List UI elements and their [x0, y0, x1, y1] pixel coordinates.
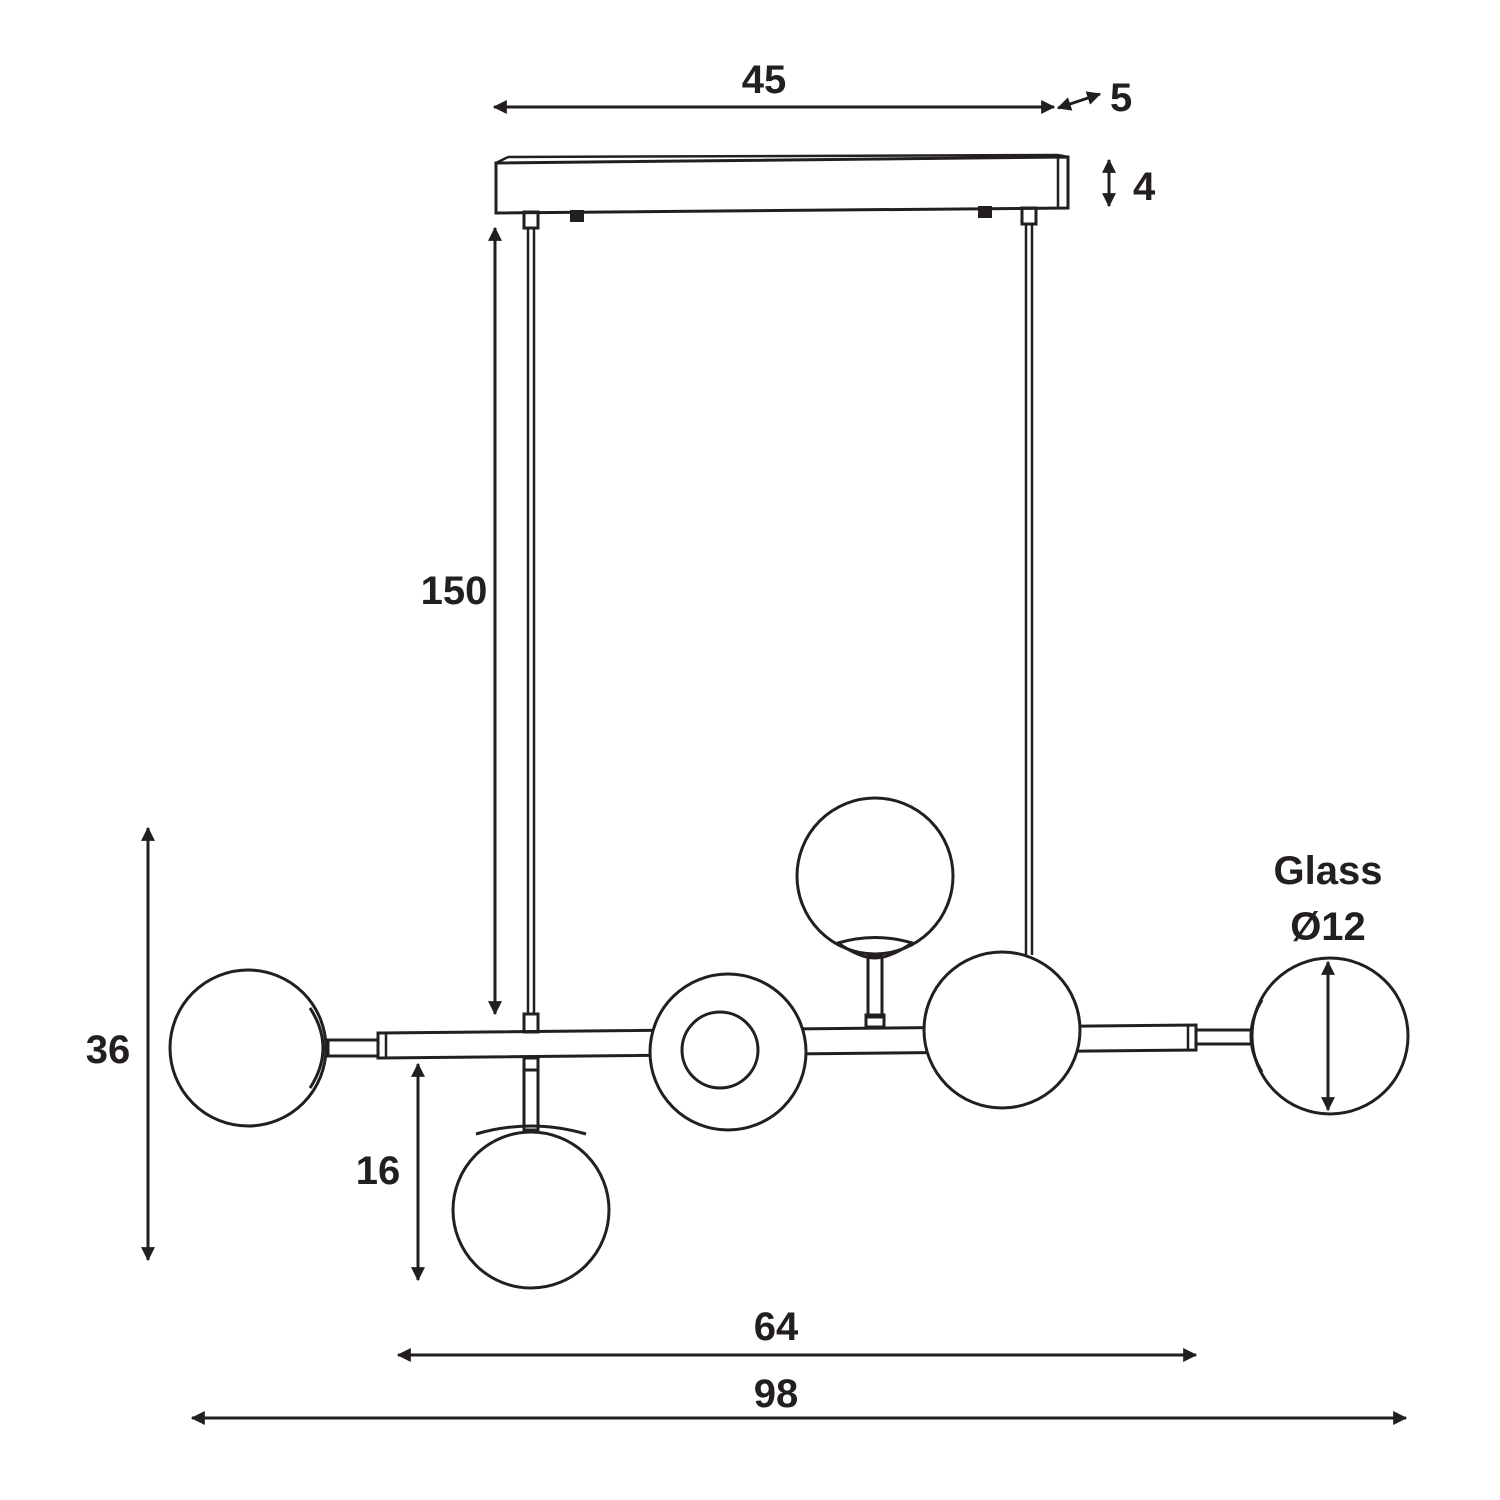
cable-holder — [1020, 206, 1038, 226]
label-canopy-length: 45 — [742, 58, 787, 102]
glass-globe-right-front — [922, 950, 1082, 1110]
dim-line-canopy-depth — [1056, 91, 1102, 111]
canopy — [494, 153, 1070, 230]
suspension-cables — [526, 224, 1034, 1014]
label-bar-length: 64 — [754, 1305, 799, 1349]
label-lower-drop: 16 — [356, 1149, 401, 1193]
label-glass-diameter: Ø12 — [1290, 905, 1366, 949]
glass-globe-lower — [451, 1068, 611, 1290]
label-glass: Glass — [1274, 849, 1383, 893]
cable-holder — [522, 210, 540, 230]
label-total-width: 98 — [754, 1372, 799, 1416]
glass-globe-right — [1194, 956, 1410, 1116]
label-canopy-height: 4 — [1133, 165, 1156, 209]
label-total-height: 36 — [86, 1028, 131, 1072]
glass-globe-center — [648, 972, 808, 1132]
glass-globe-left — [168, 968, 380, 1128]
canopy-screw — [978, 206, 992, 218]
glass-globe-upper — [795, 796, 955, 1029]
canopy-screw — [570, 210, 584, 222]
dimension-labels: 45 5 4 150 36 16 Glass Ø12 64 98 — [86, 58, 1383, 1416]
dimension-lines — [141, 91, 1408, 1425]
label-suspension-length: 150 — [421, 569, 488, 613]
label-canopy-depth: 5 — [1110, 76, 1132, 120]
